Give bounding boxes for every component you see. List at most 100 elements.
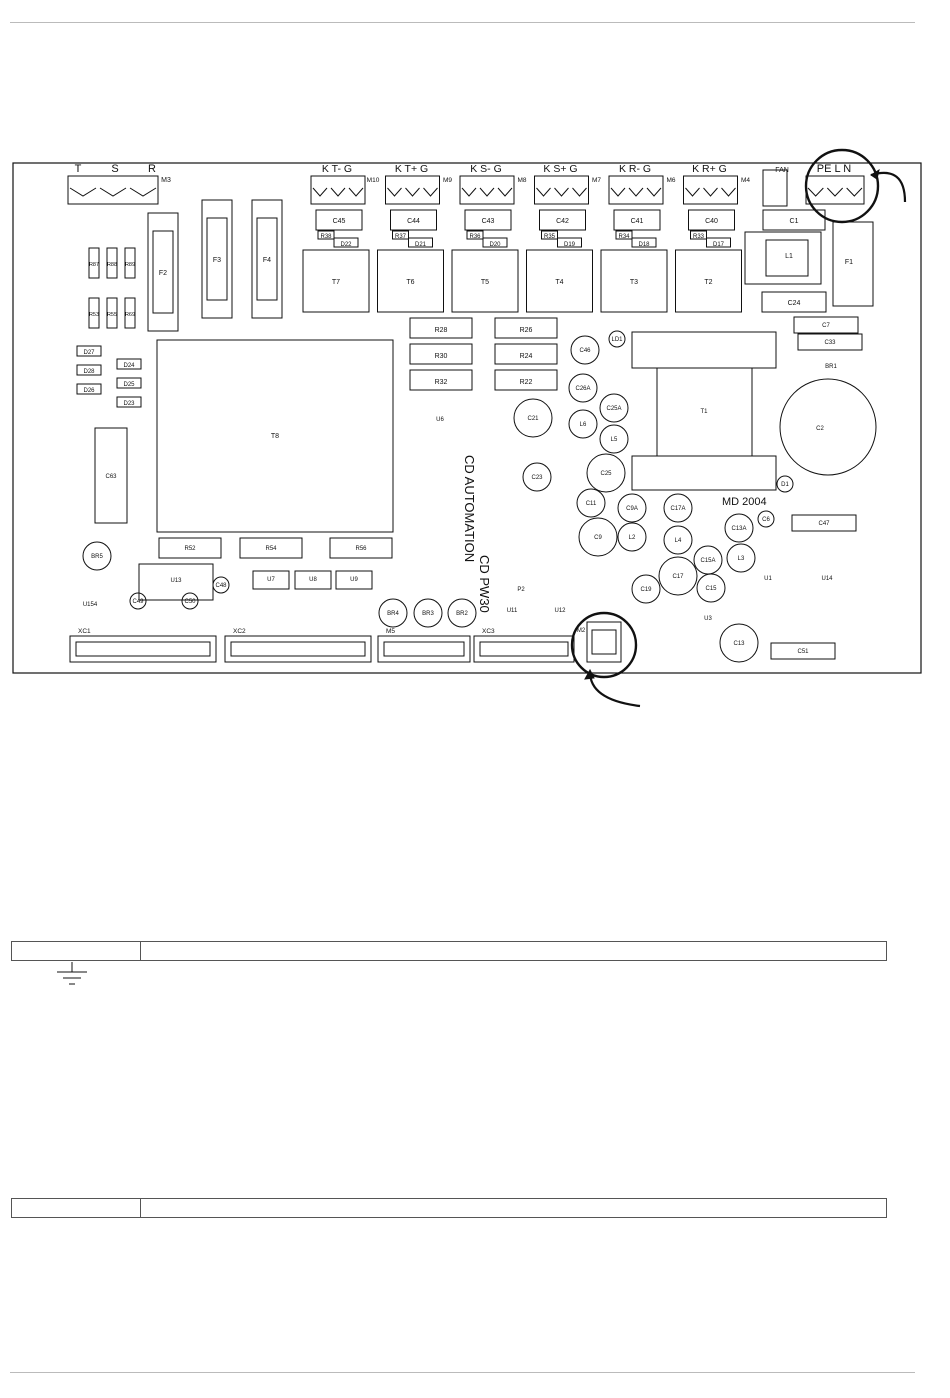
- diode-label: D23: [123, 401, 135, 407]
- component-label: D1: [781, 482, 789, 488]
- component-round: [82, 541, 112, 571]
- component-label: LD1: [611, 337, 623, 343]
- diode-label: D19: [564, 242, 576, 248]
- component-label: BR5: [91, 554, 103, 560]
- component-round: [617, 493, 647, 523]
- connector-label: M9: [443, 177, 452, 184]
- capacitor: [770, 642, 836, 660]
- connector-label: M8: [517, 177, 526, 184]
- fuse-body: [152, 230, 174, 314]
- component-round: [576, 488, 606, 518]
- component-round: [757, 510, 775, 528]
- connector: [473, 635, 575, 663]
- fuse: [251, 199, 283, 319]
- fuse: [201, 199, 233, 319]
- component-label: T1: [700, 409, 708, 415]
- component-label: L3: [738, 556, 745, 562]
- component-label: R56: [355, 546, 367, 552]
- transformer-label: T2: [704, 279, 712, 286]
- fuse-body: [206, 217, 228, 301]
- terminal-block: [67, 175, 159, 205]
- resistor: [88, 247, 100, 279]
- component-label: C9: [594, 535, 602, 541]
- diode-label: D27: [83, 350, 95, 356]
- component-label: C13: [733, 641, 745, 647]
- transformer: [526, 249, 593, 313]
- transformer-label: T7: [332, 279, 340, 286]
- power-terminal-label: PE L N: [817, 163, 851, 175]
- resistor: [409, 343, 473, 365]
- resistor: [466, 230, 484, 240]
- inductor: [744, 231, 822, 285]
- resistor-label: R89: [125, 262, 135, 268]
- terminal-block: [608, 175, 664, 205]
- terminal-label: R: [148, 163, 156, 175]
- component-round: [663, 525, 693, 555]
- terminal-block: [534, 175, 589, 205]
- component-round: [663, 493, 693, 523]
- resistor-label: R55: [107, 312, 117, 318]
- resistor-label: R32: [435, 379, 448, 386]
- capacitor-label: C45: [333, 218, 346, 225]
- diode: [706, 237, 731, 248]
- ic: [294, 570, 332, 590]
- resistor: [409, 369, 473, 391]
- component-label: BR4: [387, 611, 399, 617]
- diode: [408, 237, 433, 248]
- connector-inner: [383, 641, 465, 657]
- table-cell-2-1: [12, 1199, 141, 1217]
- transformer: [302, 249, 370, 313]
- terminal-block: [310, 175, 366, 205]
- resistor: [106, 247, 118, 279]
- component-round: [447, 598, 477, 628]
- component-round: [724, 513, 754, 543]
- component-round: [181, 592, 199, 610]
- resistor: [106, 297, 118, 329]
- transformer-label: T6: [406, 279, 414, 286]
- diode: [116, 377, 142, 389]
- terminal-block: [385, 175, 440, 205]
- component-round: [719, 623, 759, 663]
- component-round: [599, 393, 629, 423]
- diode-label: D21: [415, 242, 427, 248]
- resistor-label: R28: [435, 327, 448, 334]
- terminal-pin-labels: K R- G: [619, 163, 651, 175]
- resistor-label: R69: [125, 312, 135, 318]
- component-label: C21: [527, 416, 539, 422]
- component-label: C13A: [731, 526, 746, 532]
- inductor-label: L1: [785, 253, 793, 260]
- component-label: C51: [797, 649, 809, 655]
- component-label: C7: [822, 323, 830, 329]
- inductor-core: [765, 239, 809, 277]
- component-label: C25A: [606, 406, 621, 412]
- terminal-pin-labels: K T- G: [322, 163, 352, 175]
- component-label: C6: [762, 517, 770, 523]
- resistor-label: R33: [693, 234, 705, 240]
- capacitor: [762, 209, 826, 231]
- terminal-block: [805, 175, 865, 205]
- table-cell-1-1: [12, 942, 141, 960]
- component-label: C17: [672, 574, 684, 580]
- component-round: [608, 330, 626, 348]
- resistor: [124, 297, 136, 329]
- component-label: L5: [611, 437, 618, 443]
- component-round: [599, 424, 629, 454]
- component-round: [776, 475, 794, 493]
- connector-label: XC3: [482, 628, 495, 635]
- diode-label: D17: [713, 242, 725, 248]
- footer-rule: [10, 1372, 915, 1373]
- resistor: [392, 230, 409, 240]
- terminal-pins: [807, 187, 863, 197]
- component-label: U13: [170, 578, 182, 584]
- resistor: [88, 297, 100, 329]
- diode-label: D20: [489, 242, 501, 248]
- diode: [76, 383, 102, 395]
- transformer-label: T4: [555, 279, 563, 286]
- diode: [76, 345, 102, 357]
- transformer: [675, 249, 742, 313]
- fan-label: FAN: [775, 167, 789, 174]
- diode-label: D18: [638, 242, 650, 248]
- component-label: R52: [184, 546, 196, 552]
- silkscreen-cd-automation: CD AUTOMATION: [462, 455, 477, 562]
- component-label: C15A: [700, 558, 715, 564]
